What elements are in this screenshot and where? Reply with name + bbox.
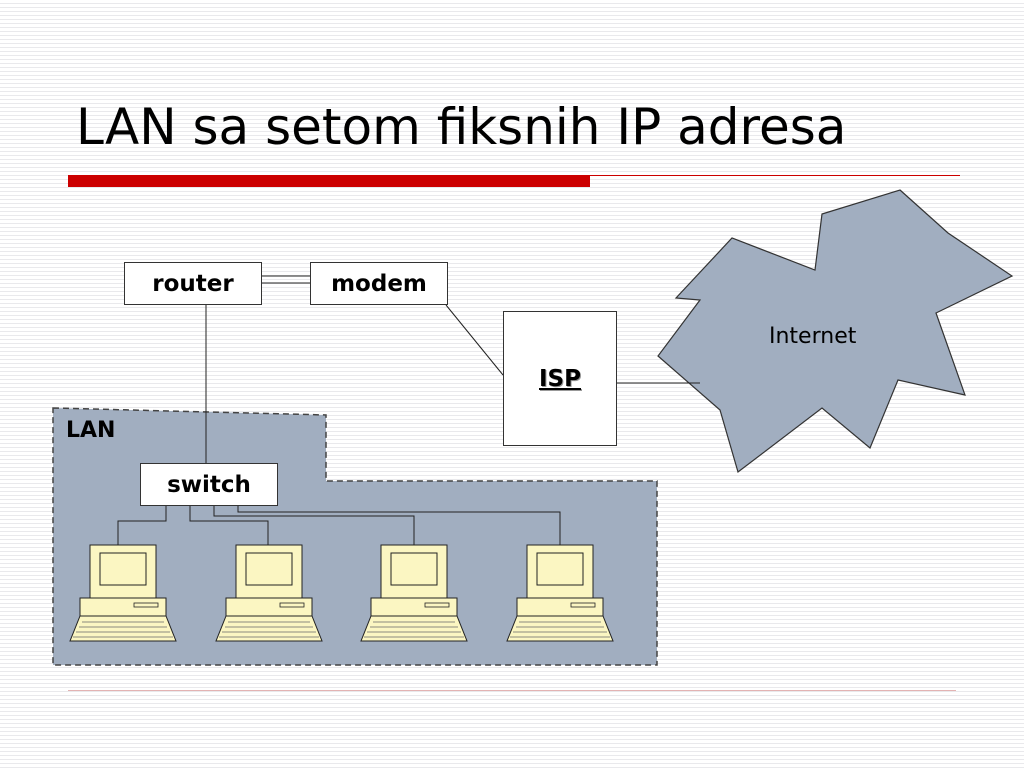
switch-node: switch (140, 463, 278, 506)
title-underline-thin (590, 175, 960, 176)
lan-label: LAN (66, 418, 116, 443)
link-modem-isp (445, 304, 504, 376)
internet-label: Internet (769, 324, 857, 349)
internet-cloud (657, 189, 1014, 474)
link-switch-pc4 (237, 506, 561, 545)
link-switch-pc1 (117, 506, 167, 545)
modem-node: modem (310, 262, 448, 305)
link-switch-pc3 (213, 506, 415, 545)
slide-title: LAN sa setom fiksnih IP adresa (76, 98, 847, 156)
title-underline-thick (68, 175, 590, 187)
link-switch-pc2 (189, 506, 269, 545)
router-node: router (124, 262, 262, 305)
isp-node: ISP (503, 311, 617, 446)
footer-rule (68, 690, 956, 691)
